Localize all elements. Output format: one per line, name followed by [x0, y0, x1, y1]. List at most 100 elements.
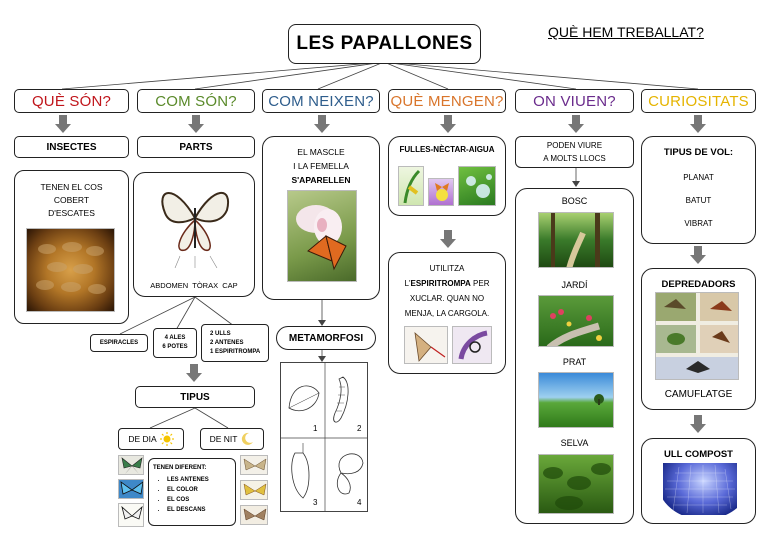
night-moth-photo-2	[240, 480, 268, 500]
night-moth-photo-3	[240, 505, 268, 525]
diferent-item: LES ANTENES	[167, 475, 209, 485]
nectar-flower-photo	[428, 178, 454, 206]
ales-potes-box: 4 ALES 6 POTES	[153, 328, 197, 358]
habitat-box: PODEN VIURE A MOLTS LLOCS	[515, 136, 634, 168]
vol-type: VIBRAT	[684, 219, 713, 228]
habitat-line-1: PODEN VIURE	[546, 141, 603, 150]
arrow-down-icon	[690, 115, 706, 133]
espiritrompa-line-2a: L'	[404, 279, 411, 288]
escates-line-3: D'ESCATES	[48, 208, 95, 218]
tipus-vol-label: TIPUS DE VOL:	[663, 147, 734, 158]
mating-butterflies-photo	[287, 190, 357, 282]
ulls-box: 2 ULLS 2 ANTENES 1 ESPIRITROMPA	[201, 324, 269, 362]
category-label: COM NEIXEN?	[268, 92, 374, 110]
vol-type: PLANAT	[683, 173, 714, 182]
day-butterfly-photo-1	[118, 455, 144, 475]
scales-photo	[26, 228, 115, 312]
metamorfosi-label: METAMORFOSI	[288, 332, 364, 344]
step-number: 2	[357, 424, 362, 433]
predators-collage-photo	[655, 292, 739, 380]
de-nit-label: DE NIT	[209, 434, 238, 444]
habitat-line-2: A MOLTS LLOCS	[543, 154, 606, 163]
main-title: LES PAPALLONES	[296, 33, 473, 54]
de-nit-box: DE NIT	[200, 428, 264, 450]
metamorfosi-box: METAMORFOSI	[276, 326, 376, 350]
arrow-down-icon	[690, 246, 706, 264]
step-number: 4	[357, 498, 362, 507]
depredadors-label: DEPREDADORS	[661, 279, 736, 290]
leaf-caterpillar-photo	[398, 166, 424, 206]
arrow-down-icon	[440, 115, 456, 133]
jungle-photo	[538, 454, 614, 514]
category-on-viuen: ON VIUEN?	[515, 89, 634, 113]
ales-label: 4 ALES	[164, 335, 186, 341]
place-label: BOSC	[561, 196, 588, 206]
compound-eye-photo	[663, 463, 737, 515]
proboscis-photo-2	[452, 326, 492, 364]
diferent-item: EL COLOR	[167, 485, 209, 495]
night-moth-photo-1	[240, 455, 268, 475]
step-number: 1	[313, 424, 318, 433]
meadow-photo	[538, 372, 614, 428]
category-label: CURIOSITATS	[648, 92, 749, 110]
ulls-label: 2 ULLS	[210, 330, 231, 337]
category-label: QUÈ SÓN?	[31, 92, 112, 110]
espiritrompa-line-2c: PER	[470, 279, 490, 288]
diferent-box: TENEN DIFERENT: LES ANTENES EL COLOR EL …	[148, 458, 236, 526]
diferent-item: EL DESCANS	[167, 505, 209, 515]
insectes-box: INSECTES	[14, 136, 129, 158]
parts-box: PARTS	[137, 136, 255, 158]
category-com-son: COM SÓN?	[137, 89, 255, 113]
arrow-down-icon	[188, 115, 204, 133]
espiritrompa-line-3: XUCLAR. QUAN NO	[409, 294, 485, 303]
escates-line-2: COBERT	[53, 195, 90, 205]
arrow-down-icon	[690, 415, 706, 433]
tipus-vol-box: TIPUS DE VOL: PLANAT BATUT VIBRAT	[641, 136, 756, 244]
category-curiositats: CURIOSITATS	[641, 89, 756, 113]
ull-compost-label: ULL COMPOST	[664, 449, 733, 460]
espiracles-box: ESPIRACLES	[90, 334, 148, 352]
proboscis-photo-1	[404, 326, 448, 364]
antenes-label: 2 ANTENES	[210, 339, 244, 346]
sun-icon	[159, 432, 174, 446]
category-com-neixen: COM NEIXEN?	[262, 89, 380, 113]
espiritrompa-word: ESPIRITROMPA	[410, 279, 471, 288]
subtitle-link: QUÈ HEM TREBALLAT?	[548, 24, 704, 40]
arrow-down-icon	[55, 115, 71, 133]
step-number: 3	[313, 498, 318, 507]
insectes-label: INSECTES	[46, 141, 97, 153]
category-label: ON VIUEN?	[533, 92, 616, 110]
diferent-item: EL COS	[167, 495, 209, 505]
category-que-son: QUÈ SÓN?	[14, 89, 129, 113]
espiracles-label: ESPIRACLES	[99, 339, 139, 346]
aparellen-line-2: I LA FEMELLA	[293, 161, 349, 171]
espiritrompa-label: 1 ESPIRITROMPA	[210, 348, 261, 355]
de-dia-box: DE DIA	[118, 428, 184, 450]
arrow-down-icon	[440, 230, 456, 248]
diferent-title: TENEN DIFERENT:	[153, 465, 207, 471]
tipus-label: TIPUS	[180, 391, 210, 403]
arrow-down-icon	[186, 364, 202, 382]
escates-line-1: TENEN EL COS	[40, 182, 103, 192]
day-butterfly-photo-2	[118, 479, 144, 499]
category-label: QUÈ MENGEN?	[390, 92, 504, 110]
main-title-box: LES PAPALLONES	[288, 24, 481, 64]
aparellen-line-1: EL MASCLE	[297, 147, 345, 157]
place-label: SELVA	[560, 438, 589, 448]
arrow-down-icon	[314, 115, 330, 133]
de-dia-label: DE DIA	[128, 434, 157, 444]
aliment-label: FULLES-NÈCTAR-AIGUA	[399, 145, 495, 154]
camuflatge-label: CAMUFLATGE	[664, 389, 733, 400]
category-que-mengen: QUÈ MENGEN?	[388, 89, 506, 113]
place-label: JARDÍ	[561, 280, 588, 290]
butterfly-diagram-icon	[161, 192, 230, 268]
espiritrompa-line-1: UTILITZA	[429, 264, 465, 273]
parts-caption: ABDOMEN TÒRAX CAP	[150, 281, 238, 290]
forest-photo	[538, 212, 614, 268]
vol-type: BATUT	[685, 196, 712, 205]
place-label: PRAT	[562, 357, 587, 367]
aparellen-line-3: S'APARELLEN	[291, 175, 351, 185]
day-butterfly-photo-3	[118, 503, 144, 527]
category-label: COM SÓN?	[155, 92, 237, 110]
tipus-box: TIPUS	[135, 386, 255, 408]
